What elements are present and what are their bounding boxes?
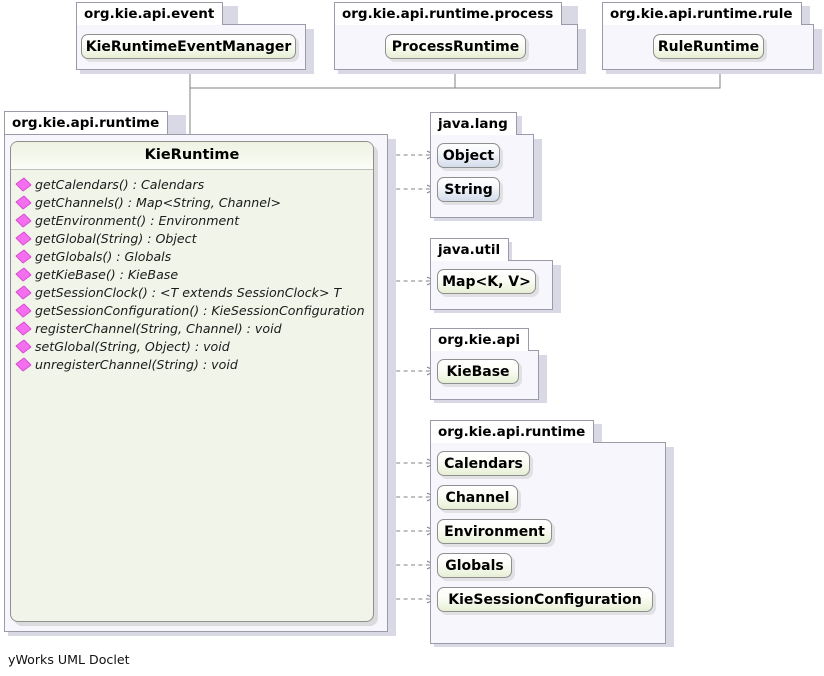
type-name: ProcessRuntime xyxy=(391,38,520,55)
type-name: Environment xyxy=(444,523,545,540)
type-box-processruntime[interactable]: ProcessRuntime xyxy=(385,34,526,59)
member-signature: getKieBase() : KieBase xyxy=(35,266,179,282)
type-box-channel[interactable]: Channel xyxy=(437,485,518,510)
public-method-icon xyxy=(15,284,32,300)
type-name: Globals xyxy=(445,557,504,574)
member-row[interactable]: getChannels() : Map<String, Channel> xyxy=(11,193,373,211)
type-box-object[interactable]: Object xyxy=(437,143,500,168)
type-name: Object xyxy=(442,147,495,164)
type-box-string[interactable]: String xyxy=(437,177,500,202)
member-signature: getEnvironment() : Environment xyxy=(35,212,240,228)
public-method-icon xyxy=(15,266,32,282)
public-method-icon xyxy=(15,320,32,336)
member-row[interactable]: getSessionClock() : <T extends SessionCl… xyxy=(11,283,373,301)
package-label: org.kie.api xyxy=(430,328,530,351)
package-label: org.kie.api.runtime xyxy=(430,420,595,443)
public-method-icon xyxy=(15,176,32,192)
public-method-icon xyxy=(15,338,32,354)
class-title: KieRuntime xyxy=(11,142,373,170)
type-name: KieRuntimeEventManager xyxy=(85,38,292,55)
member-row[interactable]: unregisterChannel(String) : void xyxy=(11,355,373,373)
member-signature: getGlobal(String) : Object xyxy=(35,230,197,246)
package-label: org.kie.api.runtime xyxy=(4,111,169,134)
type-box-map[interactable]: Map<K, V> xyxy=(437,269,536,294)
member-row[interactable]: setGlobal(String, Object) : void xyxy=(11,337,373,355)
public-method-icon xyxy=(15,212,32,228)
type-box-kieruntimeeventmanager[interactable]: KieRuntimeEventManager xyxy=(81,34,296,59)
member-row[interactable]: getGlobals() : Globals xyxy=(11,247,373,265)
type-name: KieBase xyxy=(446,363,510,380)
member-signature: unregisterChannel(String) : void xyxy=(35,356,238,372)
type-box-environment[interactable]: Environment xyxy=(437,519,552,544)
package-label: org.kie.api.runtime.process xyxy=(334,2,563,25)
member-signature: registerChannel(String, Channel) : void xyxy=(35,320,282,336)
public-method-icon xyxy=(15,302,32,318)
member-row[interactable]: getSessionConfiguration() : KieSessionCo… xyxy=(11,301,373,319)
member-list: getCalendars() : Calendars getChannels() … xyxy=(11,170,373,373)
type-box-kiesessionconfiguration[interactable]: KieSessionConfiguration xyxy=(437,587,653,612)
member-row[interactable]: getKieBase() : KieBase xyxy=(11,265,373,283)
package-label: java.util xyxy=(430,238,510,261)
public-method-icon xyxy=(15,230,32,246)
member-signature: getChannels() : Map<String, Channel> xyxy=(35,194,281,210)
type-name: String xyxy=(444,181,493,198)
package-label: org.kie.api.runtime.rule xyxy=(602,2,802,25)
package-label: java.lang xyxy=(430,112,517,135)
member-signature: getCalendars() : Calendars xyxy=(35,176,205,192)
public-method-icon xyxy=(15,194,32,210)
member-signature: getSessionConfiguration() : KieSessionCo… xyxy=(35,302,365,318)
type-name: Map<K, V> xyxy=(442,273,531,290)
member-row[interactable]: getEnvironment() : Environment xyxy=(11,211,373,229)
type-name: Channel xyxy=(445,489,510,506)
type-box-ruleruntime[interactable]: RuleRuntime xyxy=(653,34,764,59)
type-name: Calendars xyxy=(444,455,523,472)
member-signature: setGlobal(String, Object) : void xyxy=(35,338,230,354)
type-box-kiebase[interactable]: KieBase xyxy=(437,359,519,384)
member-row[interactable]: getCalendars() : Calendars xyxy=(11,175,373,193)
member-signature: getSessionClock() : <T extends SessionCl… xyxy=(35,284,342,300)
type-name: KieSessionConfiguration xyxy=(448,591,642,608)
member-row[interactable]: getGlobal(String) : Object xyxy=(11,229,373,247)
type-box-calendars[interactable]: Calendars xyxy=(437,451,530,476)
type-name: RuleRuntime xyxy=(657,38,760,55)
public-method-icon xyxy=(15,248,32,264)
member-row[interactable]: registerChannel(String, Channel) : void xyxy=(11,319,373,337)
package-label: org.kie.api.event xyxy=(76,2,224,25)
member-signature: getGlobals() : Globals xyxy=(35,248,172,264)
type-box-globals[interactable]: Globals xyxy=(437,553,512,578)
public-method-icon xyxy=(15,356,32,372)
doclet-footer-label: yWorks UML Doclet xyxy=(8,652,130,667)
